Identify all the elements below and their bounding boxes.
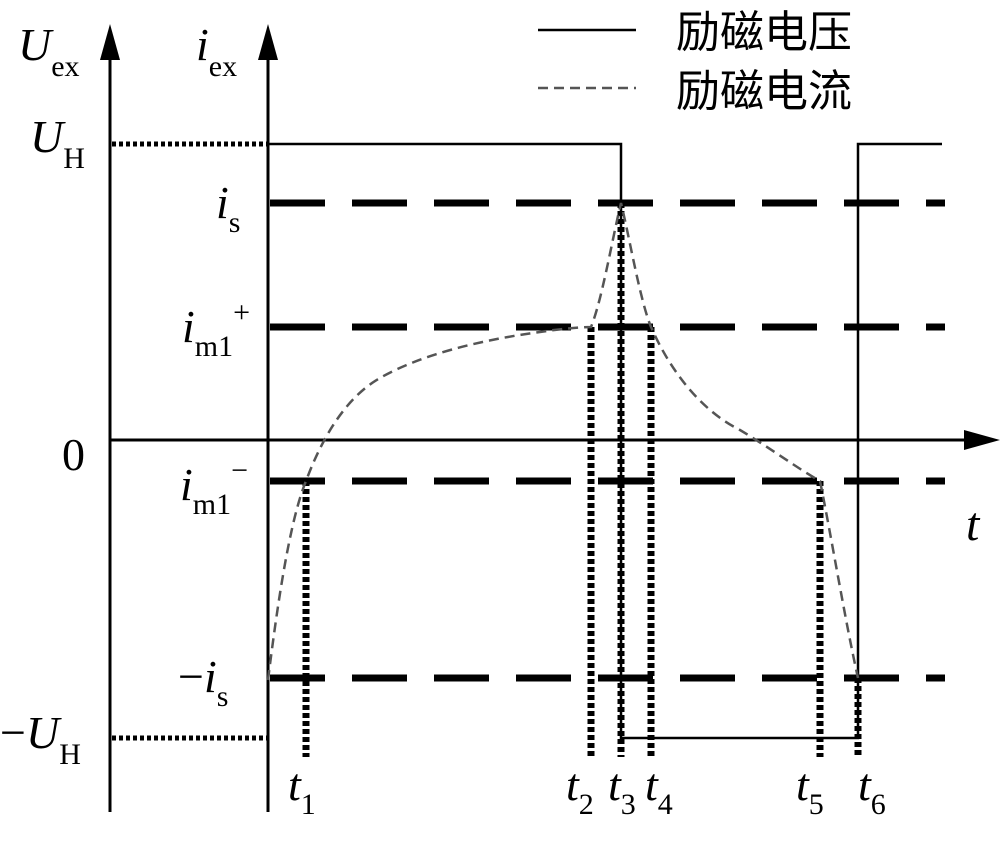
excitation-voltage-waveform — [268, 142, 942, 740]
t4-label: t4 — [645, 759, 673, 821]
t6-label: t6 — [858, 759, 886, 821]
current-axis-arrow — [258, 24, 278, 60]
legend-current-label: 励磁电流 — [676, 66, 852, 117]
voltage-axis-label: Uex — [18, 19, 80, 83]
axes — [108, 50, 972, 812]
time-axis-arrow — [964, 430, 1000, 450]
origin-zero-label: 0 — [62, 429, 85, 480]
voltage-axis-arrow — [100, 24, 120, 60]
uh-label: UH — [30, 111, 85, 175]
neg-uh-label: −UH — [0, 707, 81, 771]
current-axis-label: iex — [196, 19, 237, 83]
im1-minus-label: im1− — [180, 454, 248, 521]
legend: 励磁电压 励磁电流 — [538, 7, 852, 117]
t1-label: t1 — [288, 759, 316, 821]
t5-label: t5 — [796, 759, 824, 821]
voltage-projections — [112, 141, 268, 741]
current-levels — [270, 199, 945, 682]
im1-plus-label: im1+ — [182, 296, 250, 363]
neg-is-label: −is — [178, 651, 228, 713]
legend-voltage-label: 励磁电压 — [676, 7, 852, 58]
is-label: is — [216, 177, 240, 239]
t3-label: t3 — [608, 759, 636, 821]
axis-arrowheads — [100, 24, 1000, 450]
t2-label: t2 — [566, 759, 594, 821]
time-axis-label: t — [966, 498, 981, 551]
excitation-current-waveform — [266, 202, 860, 681]
